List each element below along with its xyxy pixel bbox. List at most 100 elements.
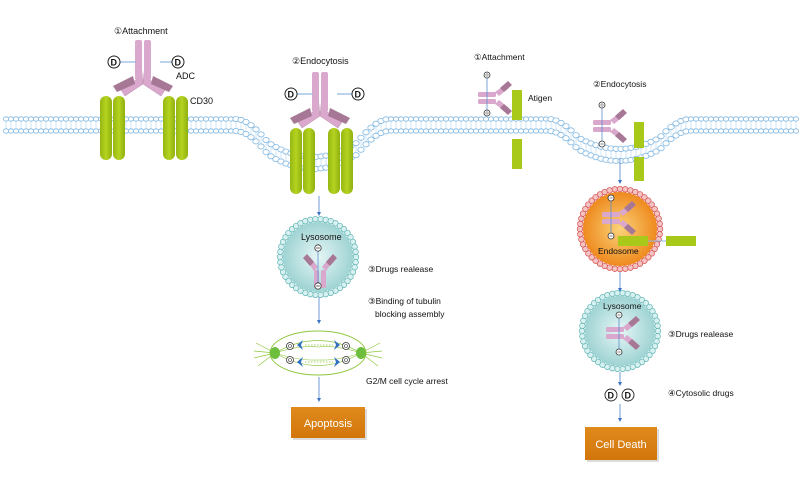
lipid-head [513,128,520,134]
lipid-head [768,116,775,122]
svg-text:D: D [175,58,182,68]
membrane-bead [645,254,652,261]
membrane-bead [317,291,324,299]
lipid-head [427,116,434,122]
left-step3-binding-label-2: blocking assembly [375,309,445,319]
lipid-head [497,128,504,134]
lipid-head [713,116,720,122]
arrow-icon [618,272,622,292]
lipid-head [793,128,800,134]
lipid-head [427,128,434,134]
drug-small-icon [598,101,606,109]
right-step2-label: ②Endocytosis [593,79,646,89]
lipid-head [352,152,360,159]
membrane-bead [282,234,289,241]
lipid-head [132,128,139,134]
centrosome-right [356,347,366,359]
lipid-head [533,116,540,122]
lipid-head [487,128,494,134]
antibody-icon [593,109,627,143]
antibody-icon [290,71,350,129]
membrane-bead [340,226,348,233]
lipid-head [763,128,770,134]
tubulin-icon [334,357,340,367]
lipid-head [693,116,700,122]
antigen-label: Atigen [528,93,552,103]
lipid-head [768,128,775,134]
adc-antibody-step2 [290,71,350,129]
lipid-head [63,116,70,122]
lipid-head [387,116,394,122]
lipid-head [17,116,24,122]
g2m-arrest-label: G2/M cell cycle arrest [366,376,448,386]
membrane-bead [588,197,595,204]
right-step1-label: ①Attachment [474,52,525,62]
lipid-head [733,128,740,134]
lipid-head [387,128,394,134]
lipid-head [432,116,439,122]
lipid-head [392,116,399,122]
lipid-head [192,116,199,122]
lipid-head [397,116,404,122]
lysosome-right: Lysosome [578,289,662,373]
drug-small-icon [483,109,491,117]
lipid-head [88,116,95,122]
endosome: Endosome [576,185,664,273]
lipid-head [528,116,535,122]
cd30-receptor-internalized-right [328,128,353,194]
lipid-head [417,128,424,134]
membrane-bead [288,281,296,288]
membrane-bead [317,215,324,223]
antigen-intracellular [512,139,522,169]
lipid-head [457,116,464,122]
lipid-head [137,116,144,122]
lipid-head [27,128,34,134]
lipid-head [362,129,370,136]
lipid-head [217,128,224,134]
lipid-head [262,136,270,143]
antigen-extracellular [512,90,522,120]
membrane-bead [638,296,646,304]
membrane-bead [656,220,663,227]
membrane-bead [344,229,351,237]
lipid-head [462,128,469,134]
cd30-receptor-right [163,96,188,160]
lipid-head [397,128,404,134]
cd30-receptor-internalized-left [290,128,315,194]
lipid-head [357,134,365,141]
arrow-icon [618,372,622,386]
lipid-head [437,116,444,122]
lipid-head [192,128,199,134]
lipid-head [207,116,214,122]
drug-small-icon [342,356,350,364]
arrow-icon [317,377,321,402]
lipid-head [3,116,9,122]
lipid-head [142,116,149,122]
lipid-head [38,128,45,134]
tubulin-icon [297,340,303,350]
membrane-bead [642,355,650,362]
membrane-bead [285,277,292,285]
lipid-head [723,116,730,122]
lipid-head [748,128,755,134]
cytosolic-drug-icon: D [604,388,618,402]
membrane-bead [579,333,586,340]
membrane-bead [352,248,359,255]
membrane-bead [352,253,360,261]
membrane-bead [285,229,292,237]
lipid-head [402,116,409,122]
left-panel: ①Attachment D D ADC CD30 ②Endocytosis [100,26,448,440]
lipid-head [497,116,504,122]
lipid-head [452,116,459,122]
lipid-head [7,116,14,122]
lipid-head [728,128,735,134]
tubulin-icon [334,340,340,350]
lipid-head [68,116,75,122]
membrane-bead [579,322,586,329]
membrane-bead [585,201,592,208]
membrane-bead [352,259,359,266]
lipid-head [392,128,399,134]
drug-icon: D [337,87,365,101]
membrane-bead [606,187,613,194]
cd30-receptor-left [100,96,125,160]
